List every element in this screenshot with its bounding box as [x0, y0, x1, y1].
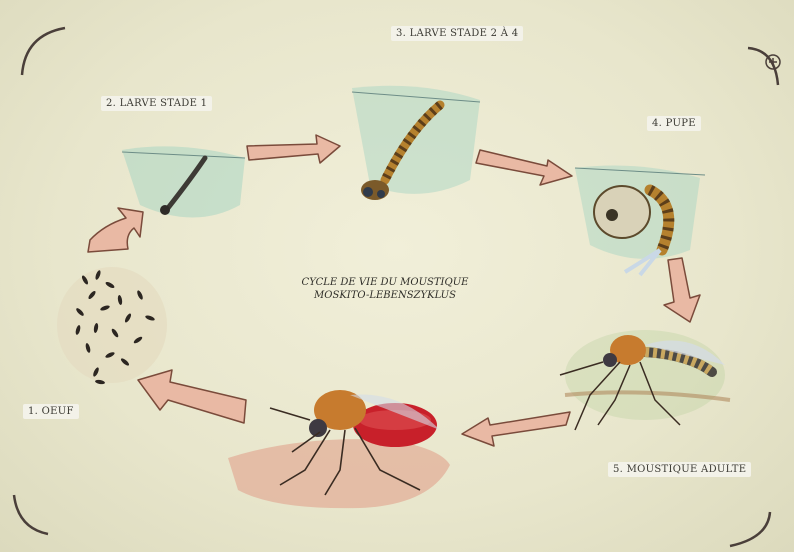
- corner-mark-top-left: [22, 28, 65, 75]
- arrow-eggs-to-larva1: [88, 208, 143, 252]
- arrow-larva1-to-larva2: [247, 135, 340, 163]
- stage-label-larva-1: 2. LARVE STADE 1: [101, 96, 212, 111]
- diagram-title-french: CYCLE DE VIE DU MOUSTIQUE: [300, 276, 470, 289]
- stage-label-egg: 1. OEUF: [23, 404, 79, 419]
- diagram-title: CYCLE DE VIE DU MOUSTIQUE MOSKITO-LEBENS…: [300, 276, 470, 302]
- stage-label-adult: 5. MOUSTIQUE ADULTE: [608, 462, 751, 477]
- stage-label-larva-2-4: 3. LARVE STADE 2 À 4: [391, 26, 523, 41]
- larva-stage-1-illustration: [122, 146, 245, 217]
- corner-mark-bottom-left: [14, 495, 48, 534]
- larva-stage-2-4-illustration: [352, 86, 480, 200]
- eggs-illustration: [57, 267, 167, 385]
- corner-mark-bottom-right: [730, 512, 770, 546]
- diagram-title-german: MOSKITO-LEBENSZYKLUS: [300, 289, 470, 302]
- stage-label-pupa: 4. PUPE: [647, 116, 701, 131]
- biting-mosquito-illustration: [228, 390, 450, 508]
- arrow-larva2-to-pupa: [476, 150, 572, 185]
- adult-mosquito-illustration: [560, 330, 730, 430]
- arrow-biting-to-eggs: [138, 370, 246, 423]
- corner-mark-top-right: [748, 48, 778, 85]
- arrow-pupa-to-adult: [664, 258, 700, 322]
- pupa-illustration: [575, 166, 705, 275]
- arrow-adult-to-biting: [462, 412, 570, 446]
